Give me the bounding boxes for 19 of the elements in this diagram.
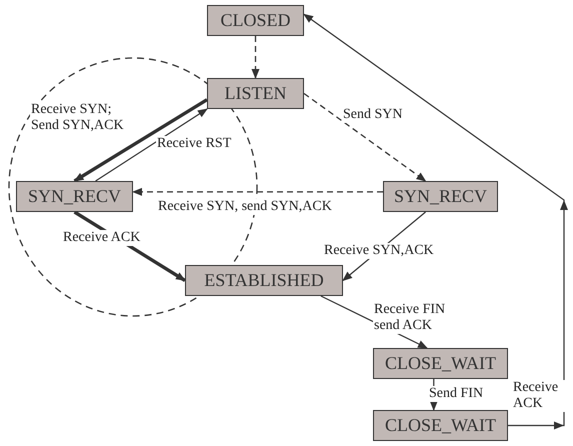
edge-label: Receive ACK [62,230,142,246]
arrow [74,98,208,182]
arrow [303,14,568,430]
arrow [95,108,208,182]
edge-label: Send FIN [428,386,484,402]
arrow [252,36,260,79]
state-box: CLOSE_WAIT [373,410,508,441]
edge-label: Receive ACK [512,380,566,412]
state-box: ESTABLISHED [185,265,343,296]
state-box: SYN_RECV [16,181,133,212]
state-box: LISTEN [207,78,304,109]
edge-label: Receive SYN, send SYN,ACK [157,199,333,216]
arrow [132,188,383,196]
edge-label: Receive SYN,ACK [323,243,435,260]
arrow [304,92,426,182]
state-box: SYN_RECV [383,181,498,212]
state-box: CLOSED [207,5,304,36]
edge-label: Send SYN [342,107,404,124]
state-box: CLOSE_WAIT [373,348,508,379]
